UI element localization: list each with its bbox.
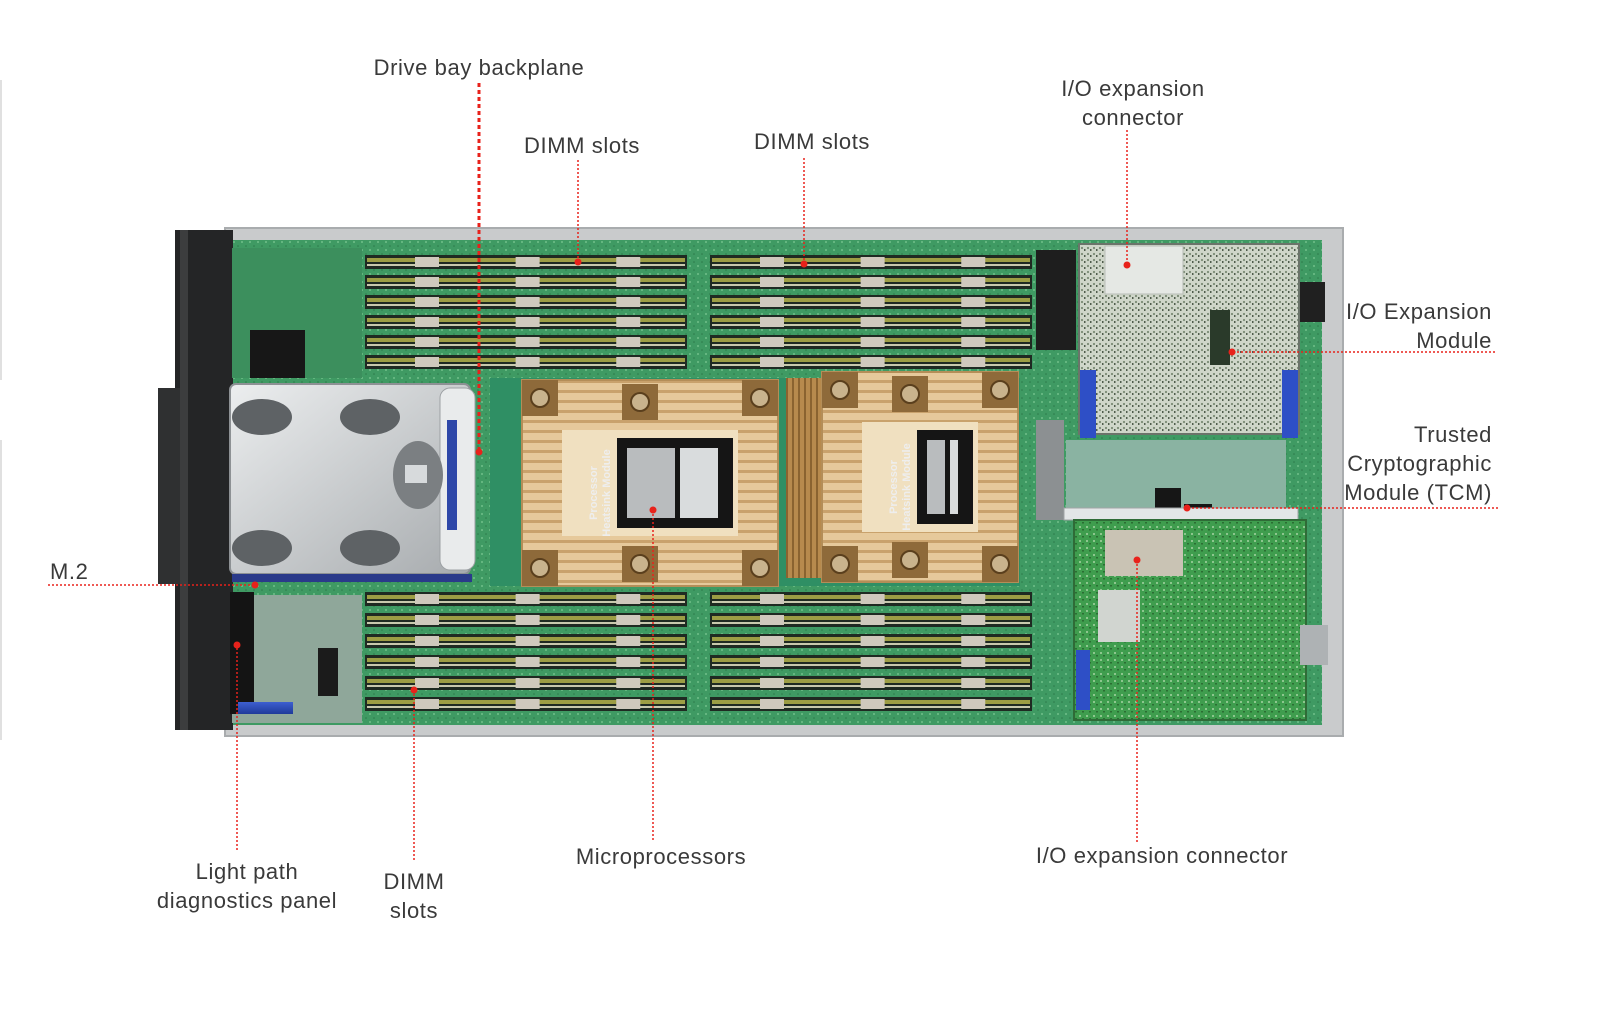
dimm-slot <box>710 335 1032 349</box>
dimm-slot <box>710 275 1032 289</box>
label-dimm-slots-top-right: DIMM slots <box>754 129 870 154</box>
leader-m2-endpoint <box>251 581 259 589</box>
leader-dimm-top-left-endpoint <box>574 258 582 266</box>
dimm-slot <box>365 355 687 369</box>
dimm-slot <box>710 355 1032 369</box>
dimm-slot <box>710 634 1032 648</box>
label-dimm-slots-top-left: DIMM slots <box>524 133 640 158</box>
io-expansion-module <box>1078 243 1325 438</box>
dimm-slot <box>365 335 687 349</box>
dimm-slot <box>365 255 687 269</box>
label-drive-bay-backplane: Drive bay backplane <box>373 55 585 80</box>
dimm-slot <box>710 697 1032 711</box>
drive-cage <box>229 383 476 582</box>
label-microprocessors: Microprocessors <box>575 844 747 869</box>
label-io-expansion-connector-bottom: I/O expansion connector <box>1035 843 1289 868</box>
heatsink-label-text: Heatsink Module <box>601 449 613 536</box>
cpu-socket-fins <box>786 378 822 578</box>
heatsink-label-text: Processor <box>588 465 600 520</box>
io-expansion-card <box>1073 519 1328 721</box>
chip-top-left <box>250 330 305 378</box>
leader-dimm-bottom-endpoint <box>410 686 418 694</box>
dimm-slot <box>710 613 1032 627</box>
leader-drive-bay-backplane-endpoint <box>475 448 483 456</box>
leader-io-connector-top-endpoint <box>1123 261 1131 269</box>
dimm-slot <box>365 655 687 669</box>
leader-dimm-top-right-endpoint <box>800 260 808 268</box>
dimm-slot <box>365 697 687 711</box>
dimm-slot <box>365 613 687 627</box>
dimm-slot <box>710 655 1032 669</box>
leader-light-path-endpoint <box>233 641 241 649</box>
dimm-slot <box>710 592 1032 606</box>
dimm-slot <box>365 315 687 329</box>
dimm-slot <box>710 315 1032 329</box>
leader-microprocessors-endpoint <box>649 506 657 514</box>
label-m2: M.2 <box>50 559 89 584</box>
dimm-slot <box>365 676 687 690</box>
dimm-slot <box>365 634 687 648</box>
leader-tcm-endpoint <box>1183 504 1191 512</box>
heatsink-label-text: Processor <box>888 459 900 514</box>
left-edge-rule <box>0 80 2 380</box>
left-edge-rule-lower <box>0 440 2 740</box>
heatsink-label-text: Heatsink Module <box>901 443 913 530</box>
dimm-slot-banks <box>365 255 1032 711</box>
dimm-slot <box>365 275 687 289</box>
dimm-slot <box>710 255 1032 269</box>
leader-io-connector-bottom-endpoint <box>1133 556 1141 564</box>
dimm-slot <box>365 295 687 309</box>
light-path-panel <box>230 592 254 714</box>
leader-io-module-endpoint <box>1228 348 1236 356</box>
dimm-slot <box>710 676 1032 690</box>
dimm-slot <box>365 592 687 606</box>
dimm-slot <box>710 295 1032 309</box>
